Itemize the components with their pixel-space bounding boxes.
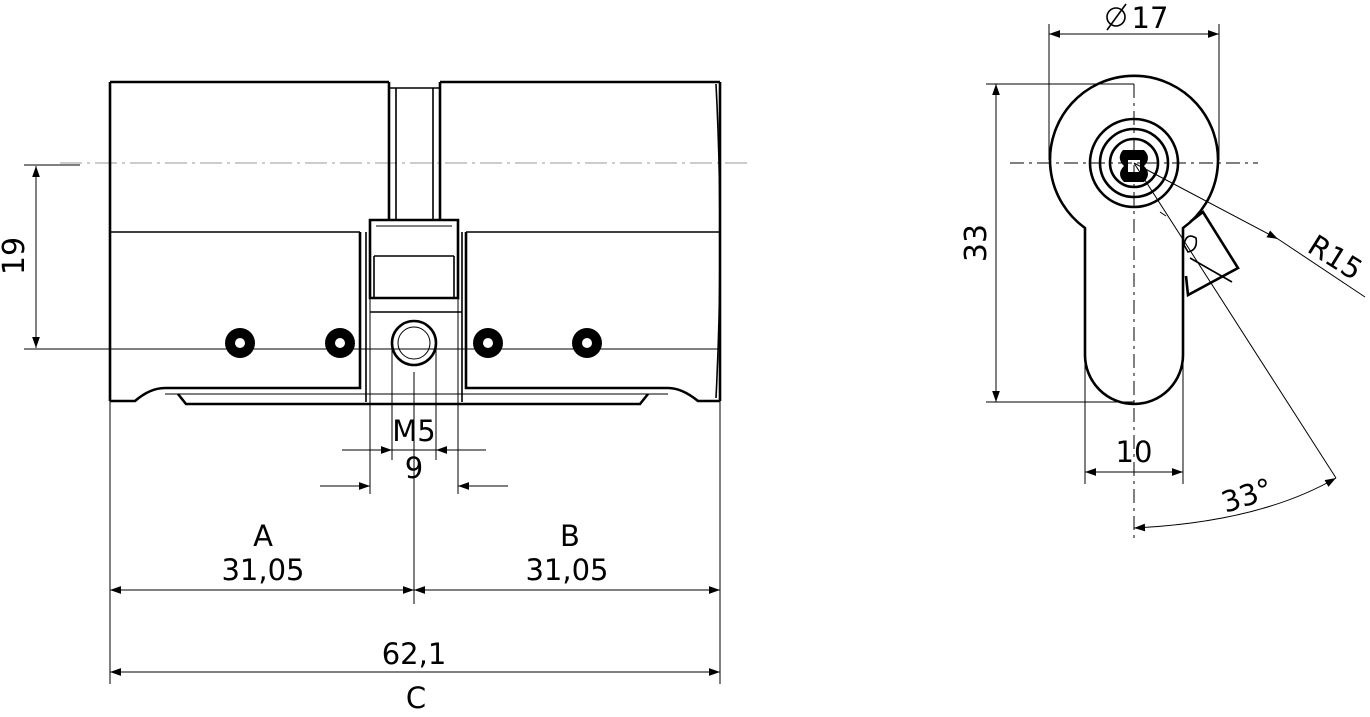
r15-arrow — [1133, 162, 1279, 240]
dim-total-value: 62,1 — [382, 637, 447, 671]
dim-10-label: 10 — [1116, 435, 1153, 469]
pin-row — [225, 328, 602, 358]
dim-a-label: A — [253, 519, 273, 553]
cam-outline — [1184, 210, 1240, 298]
dimension-9: 9 — [320, 298, 508, 494]
right-edge-curve — [715, 83, 721, 399]
r15-leader — [1277, 238, 1366, 298]
profile-outline — [1048, 74, 1220, 406]
r15-tick — [1159, 211, 1167, 217]
angle-line — [1133, 162, 1337, 479]
cylinder-outline — [108, 80, 722, 403]
cam-edge — [1189, 257, 1233, 283]
pin-3-center — [483, 338, 493, 348]
dim-b-label: B — [560, 519, 580, 553]
pin-4-center — [582, 338, 592, 348]
cylinder-side-view — [24, 80, 750, 406]
dimension-33: 33 — [959, 83, 1134, 403]
dim-c-label: C — [406, 681, 426, 715]
angle-label: 33° — [1217, 471, 1276, 519]
pin-2-center — [335, 338, 345, 348]
dimension-a-b: A 31,05 B 31,05 — [109, 372, 721, 684]
pin-1-center — [235, 338, 245, 348]
m5-screw-hole-inner — [397, 326, 431, 360]
r15-label: R15 — [1302, 228, 1368, 287]
cam-pivot — [1183, 235, 1198, 253]
m5-screw-hole — [390, 319, 438, 367]
cam-block-lines — [365, 232, 463, 402]
cam-slot-inner — [389, 87, 440, 220]
dimension-19: 19 — [0, 164, 80, 348]
dim-33-label: 33 — [959, 224, 994, 262]
dia-label: 17 — [1132, 1, 1169, 35]
angle-arc — [1133, 477, 1337, 532]
dim-a-value: 31,05 — [221, 553, 304, 587]
dimension-diameter-17: 17 — [1048, 1, 1220, 160]
cam-slot — [387, 82, 442, 220]
diameter-icon — [1106, 3, 1127, 31]
dim-b-value: 31,05 — [525, 553, 608, 587]
dimension-10: 10 — [1084, 360, 1184, 484]
bottom-recess — [176, 393, 650, 406]
cam-block — [368, 218, 460, 300]
cylinder-end-view: 33° R15 — [1010, 74, 1369, 540]
dimension-total: 62,1 C — [110, 637, 720, 715]
dim-19-label: 19 — [0, 237, 32, 275]
